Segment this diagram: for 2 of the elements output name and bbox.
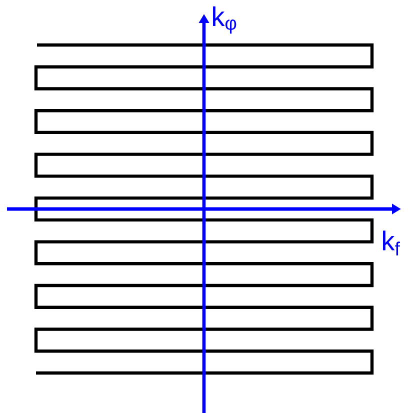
axis-label: k$_{φ}$ (213, 6, 236, 34)
axis-label: k$_{f}$ (383, 230, 400, 256)
